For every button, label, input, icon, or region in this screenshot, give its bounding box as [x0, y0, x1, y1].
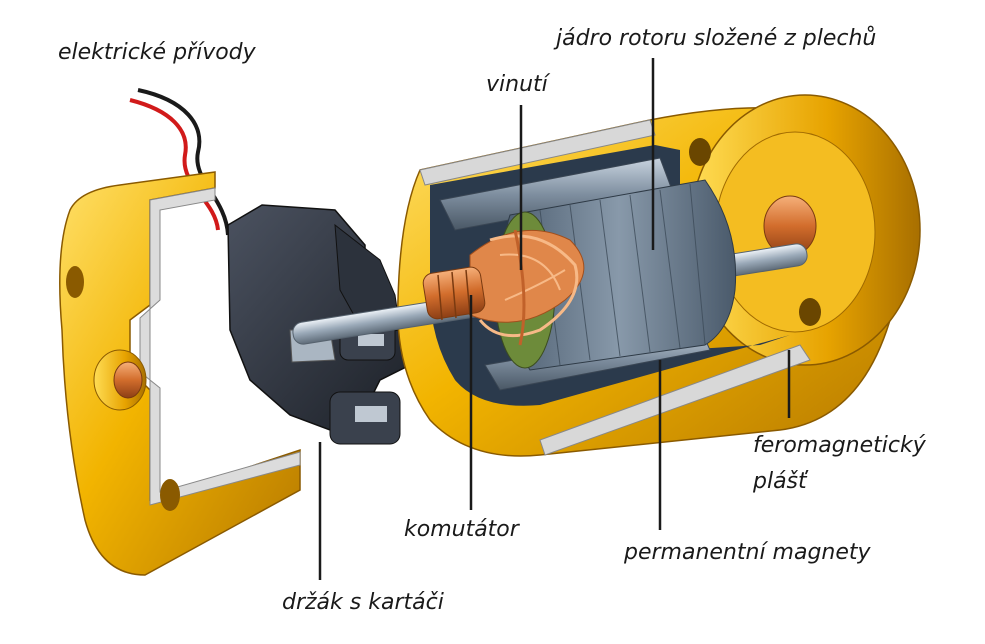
commutator-segments [437, 269, 471, 321]
label-rotor-core: jádro rotoru složené z plechů [556, 26, 877, 51]
label-winding: vinutí [486, 72, 548, 97]
end-cap-hole-bottom [160, 479, 180, 511]
label-electric-leads: elektrické přívody [58, 40, 256, 65]
brush-holder [227, 204, 421, 445]
brush-top-spring [358, 334, 384, 346]
black-wire [137, 88, 230, 236]
rear-screw-top [689, 138, 711, 166]
end-cap [59, 171, 301, 576]
label-permanent-magnets: permanentní magnety [624, 540, 871, 565]
label-brush-holder: držák s kartáči [282, 590, 444, 615]
label-ferromagnetic-shell: feromagnetický plášť [753, 433, 926, 494]
end-cap-hole-top [66, 266, 84, 298]
bearing-bushing [113, 361, 143, 399]
red-wire [129, 98, 220, 231]
lead-wires [129, 88, 230, 236]
leader-lines [318, 58, 791, 580]
rotor [292, 179, 808, 371]
winding [469, 229, 585, 346]
brush-bottom-spring [355, 406, 387, 422]
shell-cut-bottom [539, 344, 811, 456]
rear-screw-bottom [799, 298, 821, 326]
shell-cut-top [419, 119, 656, 186]
label-commutator: komutátor [404, 517, 519, 542]
brush-holder-body [227, 204, 421, 431]
